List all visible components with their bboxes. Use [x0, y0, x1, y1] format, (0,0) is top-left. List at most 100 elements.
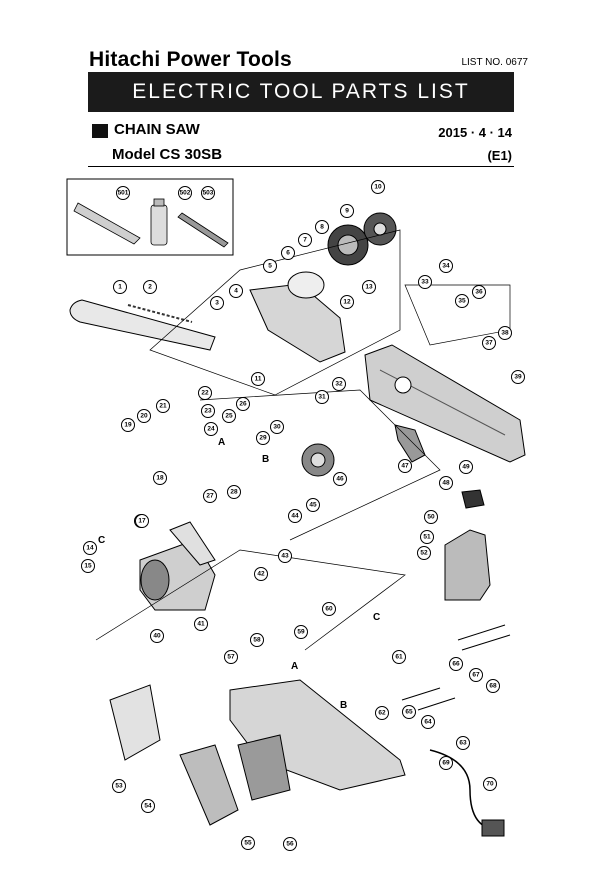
callout-17: 17: [135, 514, 149, 528]
assembly-guides: [95, 229, 511, 651]
header-rule: [88, 166, 514, 167]
callout-circle: [153, 471, 167, 485]
banner-text: ELECTRIC TOOL PARTS LIST: [132, 80, 470, 103]
ref-letter-C-lower: C: [373, 612, 380, 623]
callout-49: 49: [459, 460, 473, 474]
callout-circle: [281, 246, 295, 260]
callout-63: 63: [456, 736, 470, 750]
callout-number: 40: [153, 633, 161, 640]
title-banner: ELECTRIC TOOL PARTS LIST: [88, 72, 514, 112]
callout-67: 67: [469, 668, 483, 682]
gear-assembly: [301, 424, 426, 477]
callout-number: 17: [138, 518, 146, 525]
callout-68: 68: [486, 679, 500, 693]
callout-circle: [469, 668, 483, 682]
callout-3: 3: [210, 296, 224, 310]
product-name: CHAIN SAW: [114, 121, 200, 138]
callout-circle: [121, 418, 135, 432]
callout-62: 62: [375, 706, 389, 720]
callout-number: 31: [318, 394, 326, 401]
callout-number: 46: [336, 476, 344, 483]
callout-circle: [417, 546, 431, 560]
callout-47: 47: [398, 459, 412, 473]
callout-26: 26: [236, 397, 250, 411]
callout-number: 24: [207, 426, 215, 433]
callout-circle: [420, 530, 434, 544]
callout-circle: [141, 799, 155, 813]
callout-number: 20: [140, 413, 148, 420]
callout-circle: [498, 326, 512, 340]
callout-number: 57: [227, 654, 235, 661]
callout-circle: [270, 420, 284, 434]
callout-40: 40: [150, 629, 164, 643]
callout-10: 10: [371, 180, 385, 194]
callout-circle: [210, 296, 224, 310]
callout-circle: [456, 736, 470, 750]
callout-31: 31: [315, 390, 329, 404]
callout-circle: [81, 559, 95, 573]
ref-letter-B: B: [262, 454, 269, 465]
product-marker: [92, 124, 108, 138]
callout-circle: [392, 650, 406, 664]
callout-number: 7: [303, 237, 307, 244]
callout-51: 51: [420, 530, 434, 544]
callout-28: 28: [227, 485, 241, 499]
callout-number: 2: [148, 284, 152, 291]
callout-501: 501: [116, 186, 130, 200]
callout-circle: [113, 280, 127, 294]
callout-20: 20: [137, 409, 151, 423]
callout-19: 19: [121, 418, 135, 432]
callout-number: 42: [257, 571, 265, 578]
callout-circle: [362, 280, 376, 294]
callout-number: 12: [343, 299, 351, 306]
callout-24: 24: [204, 422, 218, 436]
callout-number: 37: [485, 340, 493, 347]
callout-43: 43: [278, 549, 292, 563]
callout-circle: [315, 220, 329, 234]
callout-circle: [439, 476, 453, 490]
callout-circle: [483, 777, 497, 791]
callout-502: 502: [178, 186, 192, 200]
callout-number: 44: [291, 513, 299, 520]
callout-number: 503: [203, 190, 214, 197]
callout-number: 49: [462, 464, 470, 471]
callout-circle: [402, 705, 416, 719]
callout-number: 70: [486, 781, 494, 788]
callout-29: 29: [256, 431, 270, 445]
ref-letter-A-lower: A: [291, 661, 298, 672]
callout-number: 32: [335, 381, 343, 388]
callout-circle: [198, 386, 212, 400]
callout-35: 35: [455, 294, 469, 308]
callout-circle: [439, 259, 453, 273]
callout-circle: [375, 706, 389, 720]
callout-number: 58: [253, 637, 261, 644]
callout-circle: [315, 390, 329, 404]
callout-37: 37: [482, 336, 496, 350]
callout-48: 48: [439, 476, 453, 490]
ref-letter-B-lower: B: [340, 700, 347, 711]
callout-5: 5: [263, 259, 277, 273]
callout-circle: [263, 259, 277, 273]
callout-38: 38: [498, 326, 512, 340]
callout-circle: [227, 485, 241, 499]
callout-number: 21: [159, 403, 167, 410]
callout-number: 501: [118, 190, 129, 197]
callout-number: 10: [374, 184, 382, 191]
callout-circle: [83, 541, 97, 555]
callout-13: 13: [362, 280, 376, 294]
callout-46: 46: [333, 472, 347, 486]
callout-number: 62: [378, 710, 386, 717]
callout-number: 8: [320, 224, 324, 231]
callout-18: 18: [153, 471, 167, 485]
brand-title: Hitachi Power Tools: [89, 48, 292, 71]
callout-32: 32: [332, 377, 346, 391]
callout-23: 23: [201, 404, 215, 418]
callout-number: 1: [118, 284, 122, 291]
callout-14: 14: [83, 541, 97, 555]
callout-44: 44: [288, 509, 302, 523]
callout-number: 30: [273, 424, 281, 431]
callout-number: 53: [115, 783, 123, 790]
callout-circle: [322, 602, 336, 616]
callout-30: 30: [270, 420, 284, 434]
